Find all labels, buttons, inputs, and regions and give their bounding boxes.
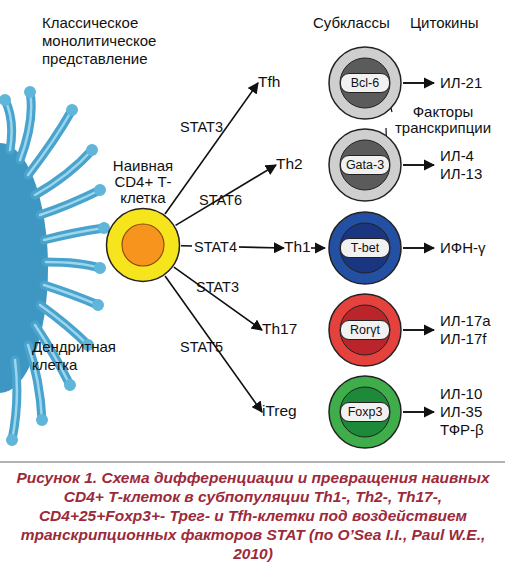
subset-name: Th2: [276, 154, 303, 174]
cytokine-arrow: [403, 329, 434, 331]
text-label: ИЛ-21: [440, 74, 482, 92]
text-label: ИФН-γ: [440, 239, 486, 257]
factor-name: T-bet: [341, 239, 389, 257]
outer-ring: [329, 294, 401, 366]
connector: [176, 165, 276, 225]
factor-box: T-bet: [340, 238, 390, 258]
connector: [174, 267, 262, 330]
factor-name: Gata-3: [341, 156, 389, 174]
text-label: Дендритная клетка: [32, 338, 127, 374]
separator-line: [0, 461, 505, 463]
outer-ring: [329, 47, 401, 119]
subset-node: Th17 Rorγt: [262, 292, 403, 368]
naive-cell: Наивная CD4+ Т-клетка: [105, 207, 181, 283]
cytokine-arrow: [403, 247, 434, 249]
text-label: Классическое монолитическое представлени…: [42, 14, 177, 68]
connector: [165, 276, 262, 412]
cell-shape: [105, 207, 181, 283]
factor-name: Bcl-6: [341, 74, 389, 92]
subset-node: Th2 Gata-3: [276, 127, 403, 203]
dendrite-knobs: [5, 92, 104, 440]
connector-label: STAT4: [192, 239, 239, 256]
inner-ring: [340, 58, 390, 108]
subset-name: Th1: [284, 237, 311, 257]
cytokine-arrow: [403, 82, 434, 84]
subset-name: Tfh: [258, 72, 280, 92]
cytokine-arrow: [403, 164, 434, 166]
text-label: Цитокины: [410, 14, 479, 32]
cell-nucleus: [122, 224, 164, 266]
text-label: ИЛ-4 ИЛ-13: [440, 147, 495, 183]
dendrite-arms: [5, 92, 104, 440]
connector: [165, 83, 258, 214]
figure-caption: Рисунок 1. Схема дифференциации и превра…: [8, 468, 498, 563]
subset-name: Th17: [262, 319, 297, 339]
connector-label: STAT3: [194, 279, 241, 296]
text-label: ИЛ-10 ИЛ-35 ТФР-β: [440, 385, 495, 439]
subset-name: iTreg: [262, 401, 297, 421]
factor-box: Bcl-6: [340, 73, 390, 93]
factor-box: Gata-3: [340, 155, 390, 175]
inner-ring: [340, 223, 390, 273]
subset-node: Th1 T-bet: [284, 210, 403, 286]
cytokine-arrow: [403, 411, 434, 413]
outer-ring: [329, 129, 401, 201]
cell-label: Наивная CD4+ Т-клетка: [105, 158, 181, 206]
factor-name: Rorγt: [341, 321, 389, 339]
subset-node: iTreg Foxp3: [262, 374, 403, 450]
inner-ring: [340, 140, 390, 190]
text-label: Субклассы: [313, 14, 390, 32]
outer-ring: [329, 376, 401, 448]
connector-label: STAT6: [197, 192, 244, 209]
factor-box: Foxp3: [340, 402, 390, 422]
connector-label: STAT3: [178, 119, 225, 136]
arrow-line: [311, 247, 325, 249]
factor-name: Foxp3: [341, 403, 389, 421]
factor-box: Rorγt: [340, 320, 390, 340]
text-label: Факторы транскрипции: [384, 104, 502, 136]
dendrite-highlights: [5, 92, 104, 440]
dendritic-cell-body: [0, 143, 48, 393]
cell-membrane: [107, 209, 180, 282]
subset-node: Tfh Bcl-6: [258, 45, 403, 121]
outer-ring: [329, 212, 401, 284]
inner-ring: [340, 305, 390, 355]
connector-label: STAT5: [178, 339, 225, 356]
inner-ring: [340, 387, 390, 437]
text-label: ИЛ-17a ИЛ-17f: [440, 312, 500, 348]
